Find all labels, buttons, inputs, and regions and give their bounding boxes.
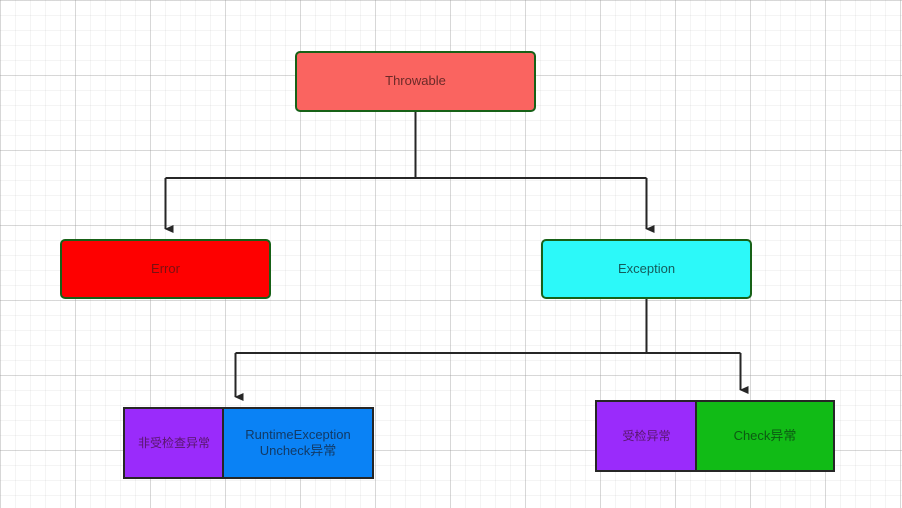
node-throwable[interactable]: Throwable bbox=[295, 51, 536, 112]
edge-exception-to-runtime-exception bbox=[234, 299, 648, 401]
node-runtime-exception[interactable]: RuntimeException Uncheck异常 bbox=[222, 407, 374, 479]
edge-throwable-to-error bbox=[164, 112, 417, 233]
node-checked-exception-label[interactable]: 受检异常 bbox=[595, 400, 696, 472]
node-exception[interactable]: Exception bbox=[541, 239, 752, 299]
node-check-exception[interactable]: Check异常 bbox=[695, 400, 835, 472]
edge-throwable-to-exception bbox=[415, 177, 655, 233]
node-error[interactable]: Error bbox=[60, 239, 271, 299]
edge-exception-to-check-exception bbox=[646, 352, 749, 394]
node-unchecked-exception-label[interactable]: 非受检查异常 bbox=[123, 407, 223, 479]
